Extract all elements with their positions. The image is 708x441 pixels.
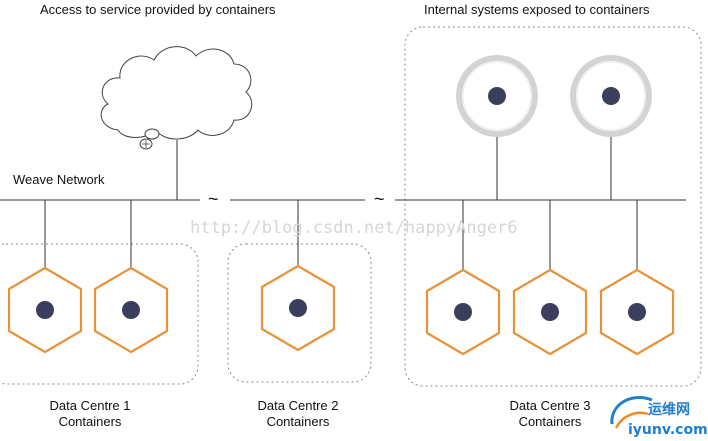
site-logo: 运维网 iyunv.com bbox=[610, 396, 708, 438]
internal-system-icon bbox=[570, 55, 652, 137]
label-dc1-line1: Data Centre 1 bbox=[50, 398, 131, 413]
label-network: Weave Network bbox=[13, 172, 105, 187]
logo-swoosh-orange bbox=[614, 411, 649, 429]
container-icon bbox=[260, 264, 336, 352]
internal-system-icon bbox=[456, 55, 538, 137]
network-break-2: ~ bbox=[374, 189, 385, 209]
container-icon bbox=[7, 266, 83, 354]
label-dc2-line1: Data Centre 2 bbox=[258, 398, 339, 413]
dc3-group-box bbox=[404, 26, 702, 387]
logo-en-text: iyunv.com bbox=[628, 422, 708, 438]
dc1-group-box bbox=[0, 243, 199, 385]
label-dc3-line1: Data Centre 3 bbox=[510, 398, 591, 413]
logo-cn-text: 运维网 bbox=[648, 401, 690, 418]
label-top-left: Access to service provided by containers bbox=[40, 2, 276, 17]
network-break-1: ~ bbox=[208, 189, 219, 209]
label-dc3-line2: Containers bbox=[519, 414, 582, 429]
connector-lines bbox=[44, 130, 638, 270]
container-icon bbox=[599, 268, 675, 356]
label-top-right: Internal systems exposed to containers bbox=[424, 2, 650, 17]
container-icon bbox=[425, 268, 501, 356]
container-icon bbox=[512, 268, 588, 356]
logo-swoosh-blue bbox=[610, 396, 653, 425]
label-dc1-line2: Containers bbox=[59, 414, 122, 429]
cloud-icon bbox=[100, 46, 253, 150]
watermark-text: http://blog.csdn.net/happyAnger6 bbox=[190, 218, 518, 238]
dc2-group-box bbox=[227, 243, 372, 383]
label-dc2-line2: Containers bbox=[267, 414, 330, 429]
container-icon bbox=[93, 266, 169, 354]
